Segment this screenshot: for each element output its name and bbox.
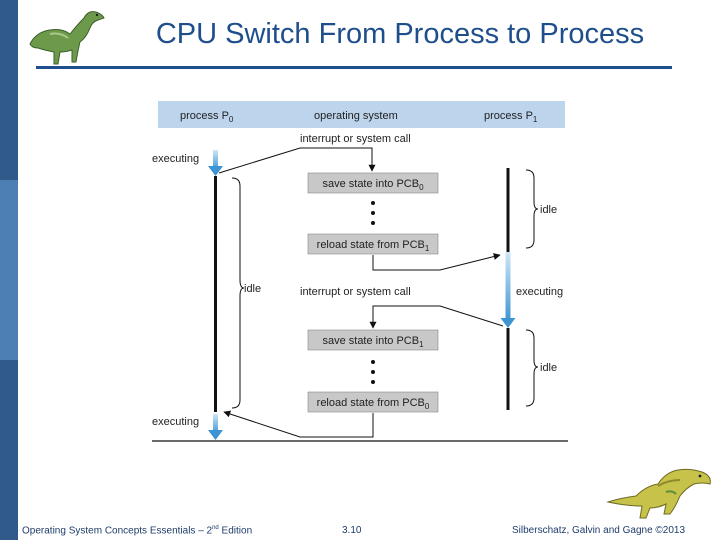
p0-state-executing-top: executing bbox=[152, 153, 199, 165]
arrow-os-to-p0 bbox=[223, 410, 374, 438]
p1-state-idle-top: idle bbox=[540, 204, 557, 216]
sidebar-block-bottom bbox=[0, 360, 18, 540]
arrow-p0-to-os bbox=[218, 147, 376, 174]
p0-exec-bar-top bbox=[213, 150, 218, 170]
p0-exec-bar-bottom bbox=[213, 414, 218, 434]
page-title: CPU Switch From Process to Process bbox=[155, 18, 645, 50]
footer-slide-number: 3.10 bbox=[342, 525, 362, 536]
box-reload-pcb0 bbox=[307, 391, 439, 413]
footer-authors: Silberschatz, Galvin and Gagne ©2013 bbox=[512, 525, 686, 536]
ellipsis-dots-upper bbox=[371, 201, 375, 225]
header-band bbox=[158, 101, 565, 128]
event-interrupt-mid: interrupt or system call bbox=[300, 286, 411, 298]
box-save-pcb1-label: save state into PCB1 bbox=[322, 335, 424, 349]
box-reload-pcb1 bbox=[307, 233, 439, 255]
p1-exec-bar bbox=[505, 252, 511, 322]
sidebar-strip bbox=[0, 0, 18, 540]
box-save-pcb0 bbox=[307, 172, 439, 194]
box-save-pcb0-label: save state into PCB0 bbox=[322, 178, 424, 192]
p0-exec-arrow-top bbox=[208, 166, 223, 176]
p1-idle-brace-bottom bbox=[525, 329, 539, 407]
arrow-p1-to-os bbox=[369, 305, 504, 329]
box-reload-pcb1-label: reload state from PCB1 bbox=[317, 239, 430, 253]
title-underline bbox=[36, 66, 672, 69]
p0-state-executing-bottom: executing bbox=[152, 416, 199, 428]
sidebar-block-middle bbox=[0, 180, 18, 360]
p1-exec-arrow bbox=[500, 318, 516, 328]
arrow-os-to-p1 bbox=[372, 253, 501, 271]
footer-book-title: Operating System Concepts Essentials – 2… bbox=[22, 525, 253, 537]
p0-idle-brace bbox=[231, 177, 245, 409]
header-os: operating system bbox=[314, 110, 398, 122]
p1-state-executing: executing bbox=[516, 286, 563, 298]
p1-idle-brace-top bbox=[525, 169, 539, 249]
box-reload-pcb0-label: reload state from PCB0 bbox=[317, 397, 430, 411]
header-process1: process P1 bbox=[484, 110, 538, 124]
event-interrupt-top: interrupt or system call bbox=[300, 133, 411, 145]
p0-state-idle: idle bbox=[244, 283, 261, 295]
p1-state-idle-bottom: idle bbox=[540, 362, 557, 374]
sidebar-block-top bbox=[0, 0, 18, 180]
header-process0: process P0 bbox=[180, 110, 234, 124]
dinosaur-logo-icon bbox=[29, 11, 105, 65]
p0-exec-arrow-bottom bbox=[208, 430, 223, 440]
box-save-pcb1 bbox=[307, 329, 439, 351]
dinosaur-corner-icon bbox=[606, 468, 711, 519]
ellipsis-dots-lower bbox=[371, 360, 375, 384]
